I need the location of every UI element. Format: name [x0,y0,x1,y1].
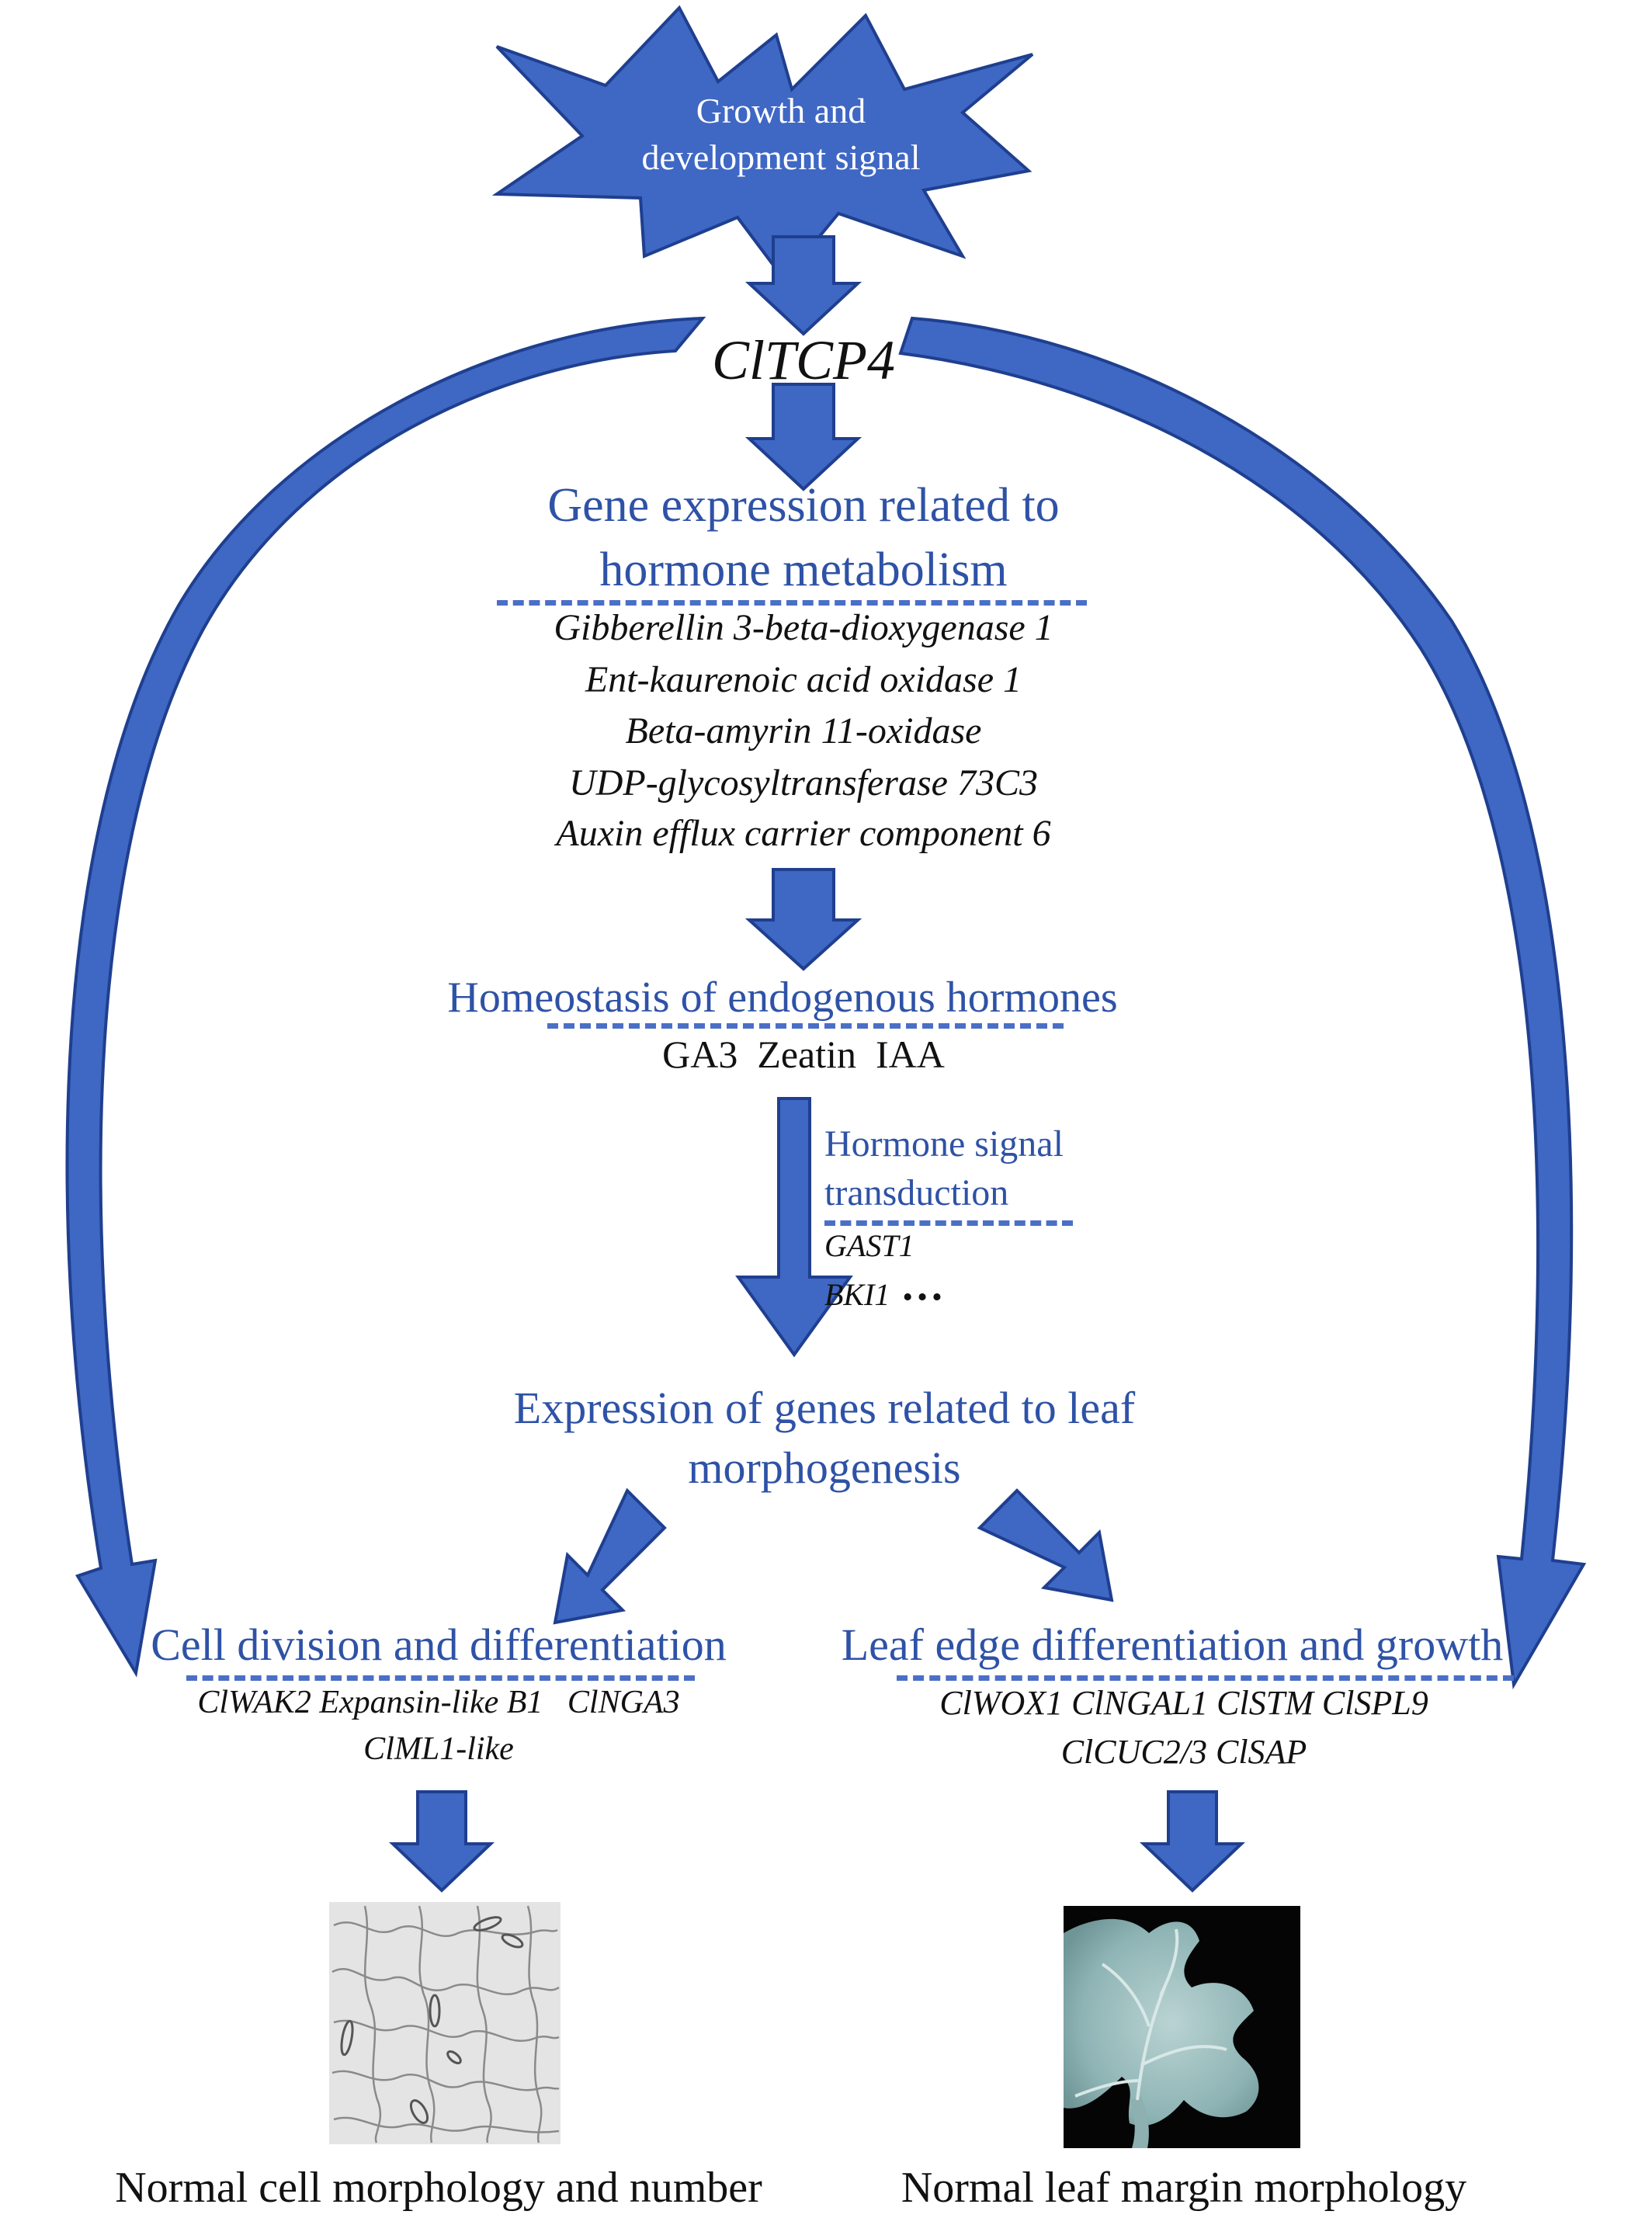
signal-transduction-title-line2: transduction [824,1172,1009,1213]
leaf-edge-title: Leaf edge differentiation and growth [841,1619,1504,1670]
gene-expression-title-line2: hormone metabolism [599,543,1008,596]
cell-division-separator [186,1675,695,1681]
signal-gene-bki1: BKI1 [824,1277,890,1312]
signal-transduction-title-line1: Hormone signal [824,1123,1064,1165]
arrow-to-leaf-edge [977,1488,1114,1602]
gene-item-4: UDP-glycosyltransferase 73C3 [569,762,1038,804]
outcome-leaf-label: Normal leaf margin morphology [901,2164,1467,2212]
signal-gene-ellipsis: … [901,1262,944,1310]
signal-starburst-shape [491,5,1034,283]
leaf-photo-image [1064,1906,1300,2148]
signal-label-line2: development signal [641,137,921,177]
curved-arrow-left [65,316,706,1678]
arrow-to-leaf-image [1140,1790,1245,1893]
arrow-to-cell-division [553,1487,667,1625]
leaf-morphogenesis-title-line1: Expression of genes related to leaf [513,1383,1136,1433]
leaf-edge-genes-line1: ClWOX1 ClNGAL1 ClSTM ClSPL9 [939,1684,1428,1722]
arrow-genes-to-homeostasis [744,868,862,971]
homeostasis-separator [547,1023,1064,1029]
arrow-homeostasis-to-leaf-expression [735,1097,853,1358]
outcome-cell-label: Normal cell morphology and number [115,2164,762,2212]
cell-division-genes-line2: ClML1-like [363,1731,514,1767]
central-gene-label: ClTCP4 [711,329,896,391]
gene-item-5: Auxin efflux carrier component 6 [556,813,1051,854]
signal-gene-gast1: GAST1 [824,1228,914,1263]
gene-expression-separator [497,600,1087,606]
leaf-edge-separator [897,1675,1514,1681]
leaf-morphogenesis-title-line2: morphogenesis [688,1442,961,1493]
arrow-signal-to-cltcp4 [744,235,862,336]
gene-item-1: Gibberellin 3-beta-dioxygenase 1 [554,607,1053,648]
arrow-to-cell-image [389,1790,495,1893]
cell-division-title: Cell division and differentiation [151,1619,727,1670]
signal-label-line1: Growth and [696,91,866,130]
gene-expression-title-line1: Gene expression related to [547,479,1060,532]
signal-transduction-separator [824,1220,1073,1226]
hormone-list: GA3 Zeatin IAA [662,1033,945,1076]
leaf-edge-genes-line2: ClCUC2/3 ClSAP [1060,1733,1307,1771]
homeostasis-title: Homeostasis of endogenous hormones [447,974,1118,1022]
gene-item-2: Ent-kaurenoic acid oxidase 1 [585,659,1022,700]
cell-division-genes-line1: ClWAK2 Expansin-like B1 ClNGA3 [197,1685,680,1720]
cell-micrograph-image [329,1902,560,2144]
arrow-cltcp4-to-gene-expression [744,383,862,491]
curved-arrow-right [898,316,1587,1690]
gene-item-3: Beta-amyrin 11-oxidase [625,710,982,752]
